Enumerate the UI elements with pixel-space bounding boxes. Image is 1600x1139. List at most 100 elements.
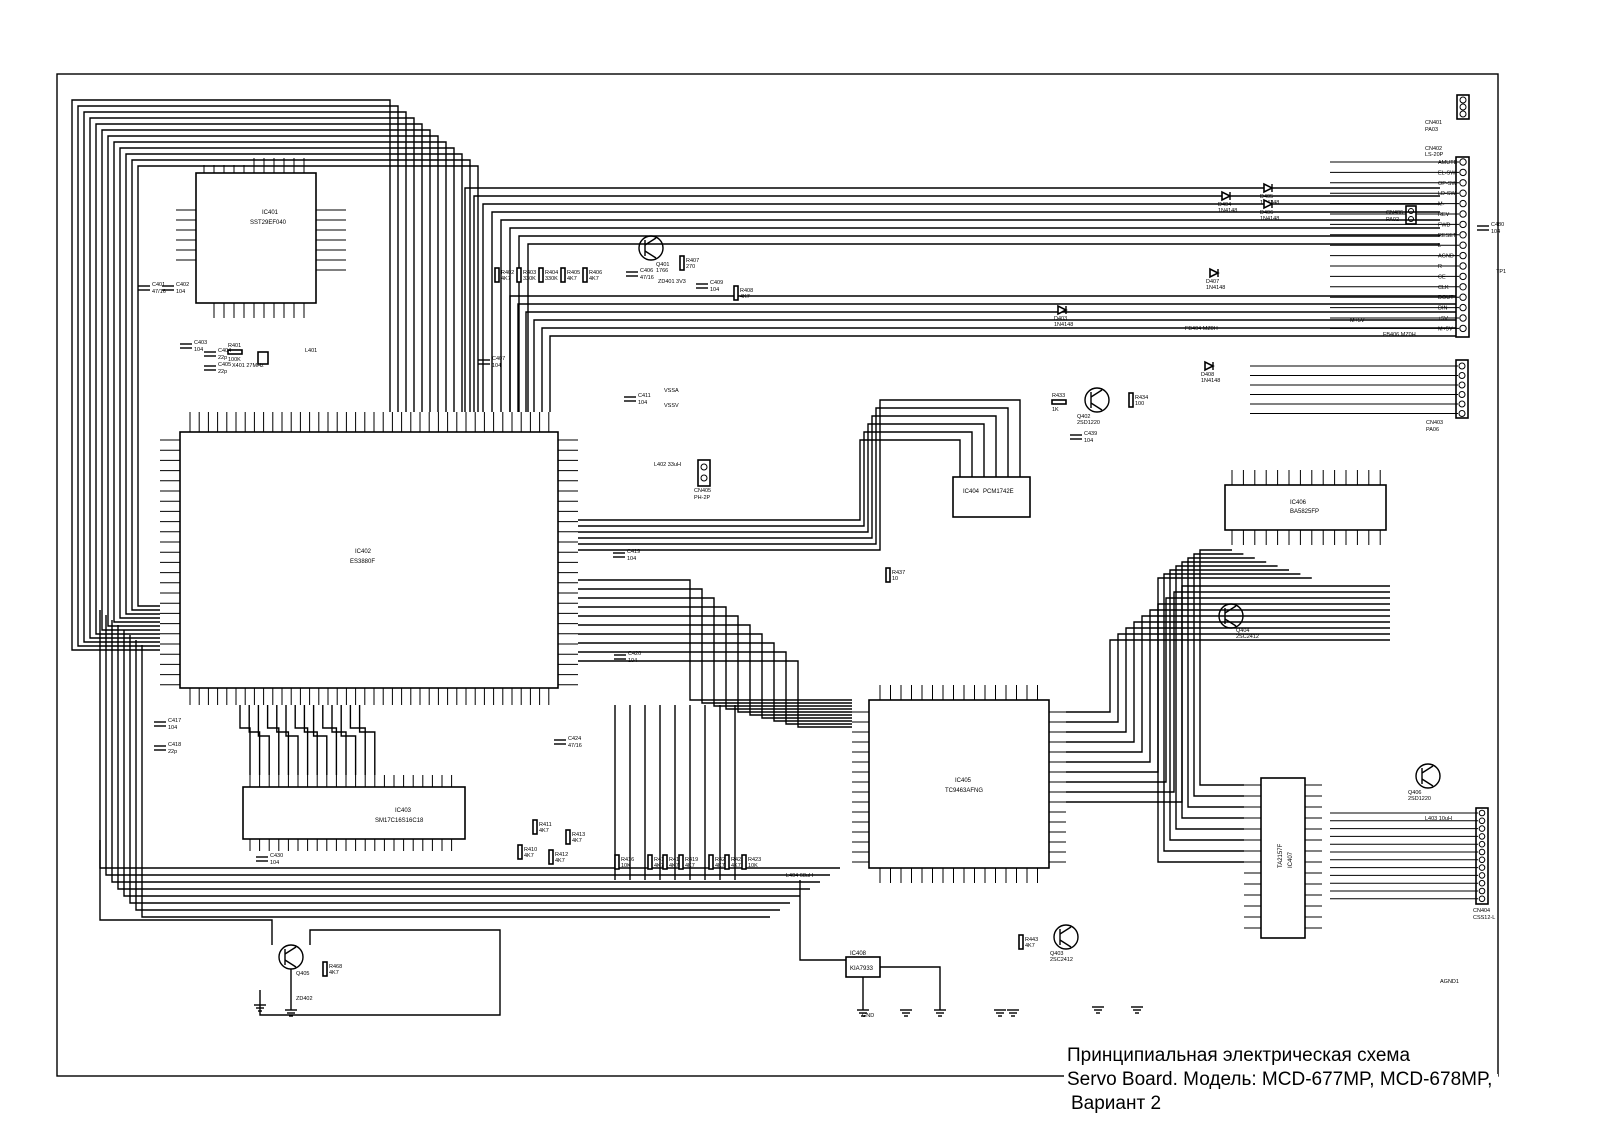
wire bbox=[527, 243, 1440, 412]
cn402-pin-label: CLK bbox=[1438, 285, 1449, 291]
wire bbox=[141, 645, 770, 918]
wire bbox=[1066, 633, 1390, 723]
svg-text:R434: R434 bbox=[1135, 395, 1148, 401]
svg-text:LS-20P: LS-20P bbox=[1425, 152, 1444, 158]
wire bbox=[578, 624, 852, 716]
resistor bbox=[1051, 399, 1067, 405]
ic406-driver: IC406 BA5825FP bbox=[1224, 484, 1387, 531]
svg-text:2SC2412: 2SC2412 bbox=[1050, 957, 1073, 963]
svg-text:C418: C418 bbox=[168, 742, 181, 748]
component-label: AGND1 bbox=[1440, 979, 1459, 985]
wire bbox=[578, 431, 973, 527]
svg-text:C405: C405 bbox=[218, 362, 231, 368]
wire bbox=[578, 633, 852, 719]
wire bbox=[509, 295, 1456, 412]
svg-text:R402: R402 bbox=[501, 270, 514, 276]
wire bbox=[578, 615, 852, 713]
wire bbox=[482, 203, 1440, 412]
svg-text:R422: R422 bbox=[731, 857, 744, 863]
wire bbox=[1066, 585, 1390, 803]
svg-text:PCM1742E: PCM1742E bbox=[983, 489, 1014, 495]
svg-text:IC408: IC408 bbox=[850, 951, 867, 957]
wire bbox=[473, 195, 1440, 412]
wire bbox=[123, 630, 800, 897]
svg-text:C417: C417 bbox=[168, 718, 181, 724]
svg-text:IC404: IC404 bbox=[963, 489, 980, 495]
svg-text:C407: C407 bbox=[492, 356, 505, 362]
cn402-pin bbox=[1459, 283, 1467, 291]
svg-text:270: 270 bbox=[686, 264, 695, 270]
svg-text:4K7: 4K7 bbox=[654, 863, 664, 869]
component-label: VSSA bbox=[664, 388, 679, 394]
svg-text:1N4148: 1N4148 bbox=[1201, 378, 1220, 384]
svg-text:104: 104 bbox=[710, 287, 719, 293]
resistor bbox=[322, 961, 328, 977]
cn402-pin-label: L bbox=[1438, 243, 1441, 249]
svg-text:D405: D405 bbox=[1260, 194, 1273, 200]
cn402-pin-label: EL-SW bbox=[1438, 170, 1456, 176]
cn402-pin-label: RESET bbox=[1438, 233, 1457, 239]
svg-text:22p: 22p bbox=[168, 749, 177, 755]
svg-text:C424: C424 bbox=[568, 736, 581, 742]
wire bbox=[1163, 573, 1301, 852]
svg-text:104: 104 bbox=[1491, 229, 1500, 235]
component-label: TP1 bbox=[1496, 269, 1506, 275]
svg-text:D407: D407 bbox=[1206, 279, 1219, 285]
svg-text:KIA7933: KIA7933 bbox=[850, 966, 874, 972]
cn402-pin bbox=[1459, 241, 1467, 249]
svg-text:ES3880F: ES3880F bbox=[350, 559, 375, 565]
wire bbox=[83, 111, 407, 643]
svg-text:R412: R412 bbox=[555, 852, 568, 858]
wire bbox=[500, 219, 1440, 412]
cn402-pin-label: LD-SW bbox=[1438, 191, 1457, 197]
svg-text:4K7: 4K7 bbox=[740, 294, 750, 300]
svg-text:R423: R423 bbox=[748, 857, 761, 863]
component-label: L404 68uH bbox=[786, 873, 813, 879]
cn402-pin-label: M- bbox=[1438, 202, 1445, 208]
x401-crystal: X401 27MHz bbox=[232, 351, 269, 369]
ic401-flash: IC401 SST29EF040 bbox=[176, 158, 346, 318]
svg-text:R433: R433 bbox=[1052, 393, 1065, 399]
resistor bbox=[565, 829, 571, 845]
svg-text:SM17C16S16C18: SM17C16S16C18 bbox=[375, 818, 424, 824]
svg-text:R408: R408 bbox=[740, 288, 753, 294]
svg-text:Q405: Q405 bbox=[296, 971, 309, 977]
svg-text:1K: 1K bbox=[1052, 407, 1059, 413]
svg-text:1N4148: 1N4148 bbox=[1054, 322, 1073, 328]
svg-text:47/16: 47/16 bbox=[640, 275, 654, 281]
svg-text:4K7: 4K7 bbox=[589, 276, 599, 282]
cn402-pin bbox=[1459, 189, 1467, 197]
svg-text:R418: R418 bbox=[669, 857, 682, 863]
svg-text:R405: R405 bbox=[567, 270, 580, 276]
wire bbox=[1157, 577, 1312, 863]
wire bbox=[578, 407, 1009, 545]
svg-text:4K7: 4K7 bbox=[731, 863, 741, 869]
resistor bbox=[647, 854, 653, 870]
svg-text:1N4148: 1N4148 bbox=[1218, 208, 1237, 214]
wire bbox=[358, 705, 376, 775]
board-frame bbox=[56, 73, 1499, 1077]
wire bbox=[1066, 627, 1390, 733]
wire bbox=[464, 187, 1440, 412]
svg-text:47/16: 47/16 bbox=[568, 743, 582, 749]
wire bbox=[880, 966, 941, 1010]
diode bbox=[1057, 304, 1068, 316]
wire bbox=[331, 705, 347, 775]
wire bbox=[1066, 591, 1390, 793]
svg-text:C430: C430 bbox=[270, 853, 283, 859]
resistor bbox=[885, 567, 891, 583]
svg-text:1N4148: 1N4148 bbox=[1206, 285, 1225, 291]
resistor bbox=[494, 267, 500, 283]
cn402-pin bbox=[1459, 272, 1467, 281]
component-label: L401 bbox=[305, 348, 317, 354]
svg-text:C439: C439 bbox=[1084, 431, 1097, 437]
caption-line-1: Принципиальная электрическая схема bbox=[1067, 1045, 1411, 1066]
wire bbox=[1181, 561, 1267, 819]
wire bbox=[799, 880, 846, 961]
resistor bbox=[1128, 392, 1134, 408]
svg-text:10: 10 bbox=[892, 576, 898, 582]
cn402-pin-label: R bbox=[1438, 264, 1442, 270]
svg-text:104: 104 bbox=[627, 556, 636, 562]
svg-text:4K7: 4K7 bbox=[329, 970, 339, 976]
